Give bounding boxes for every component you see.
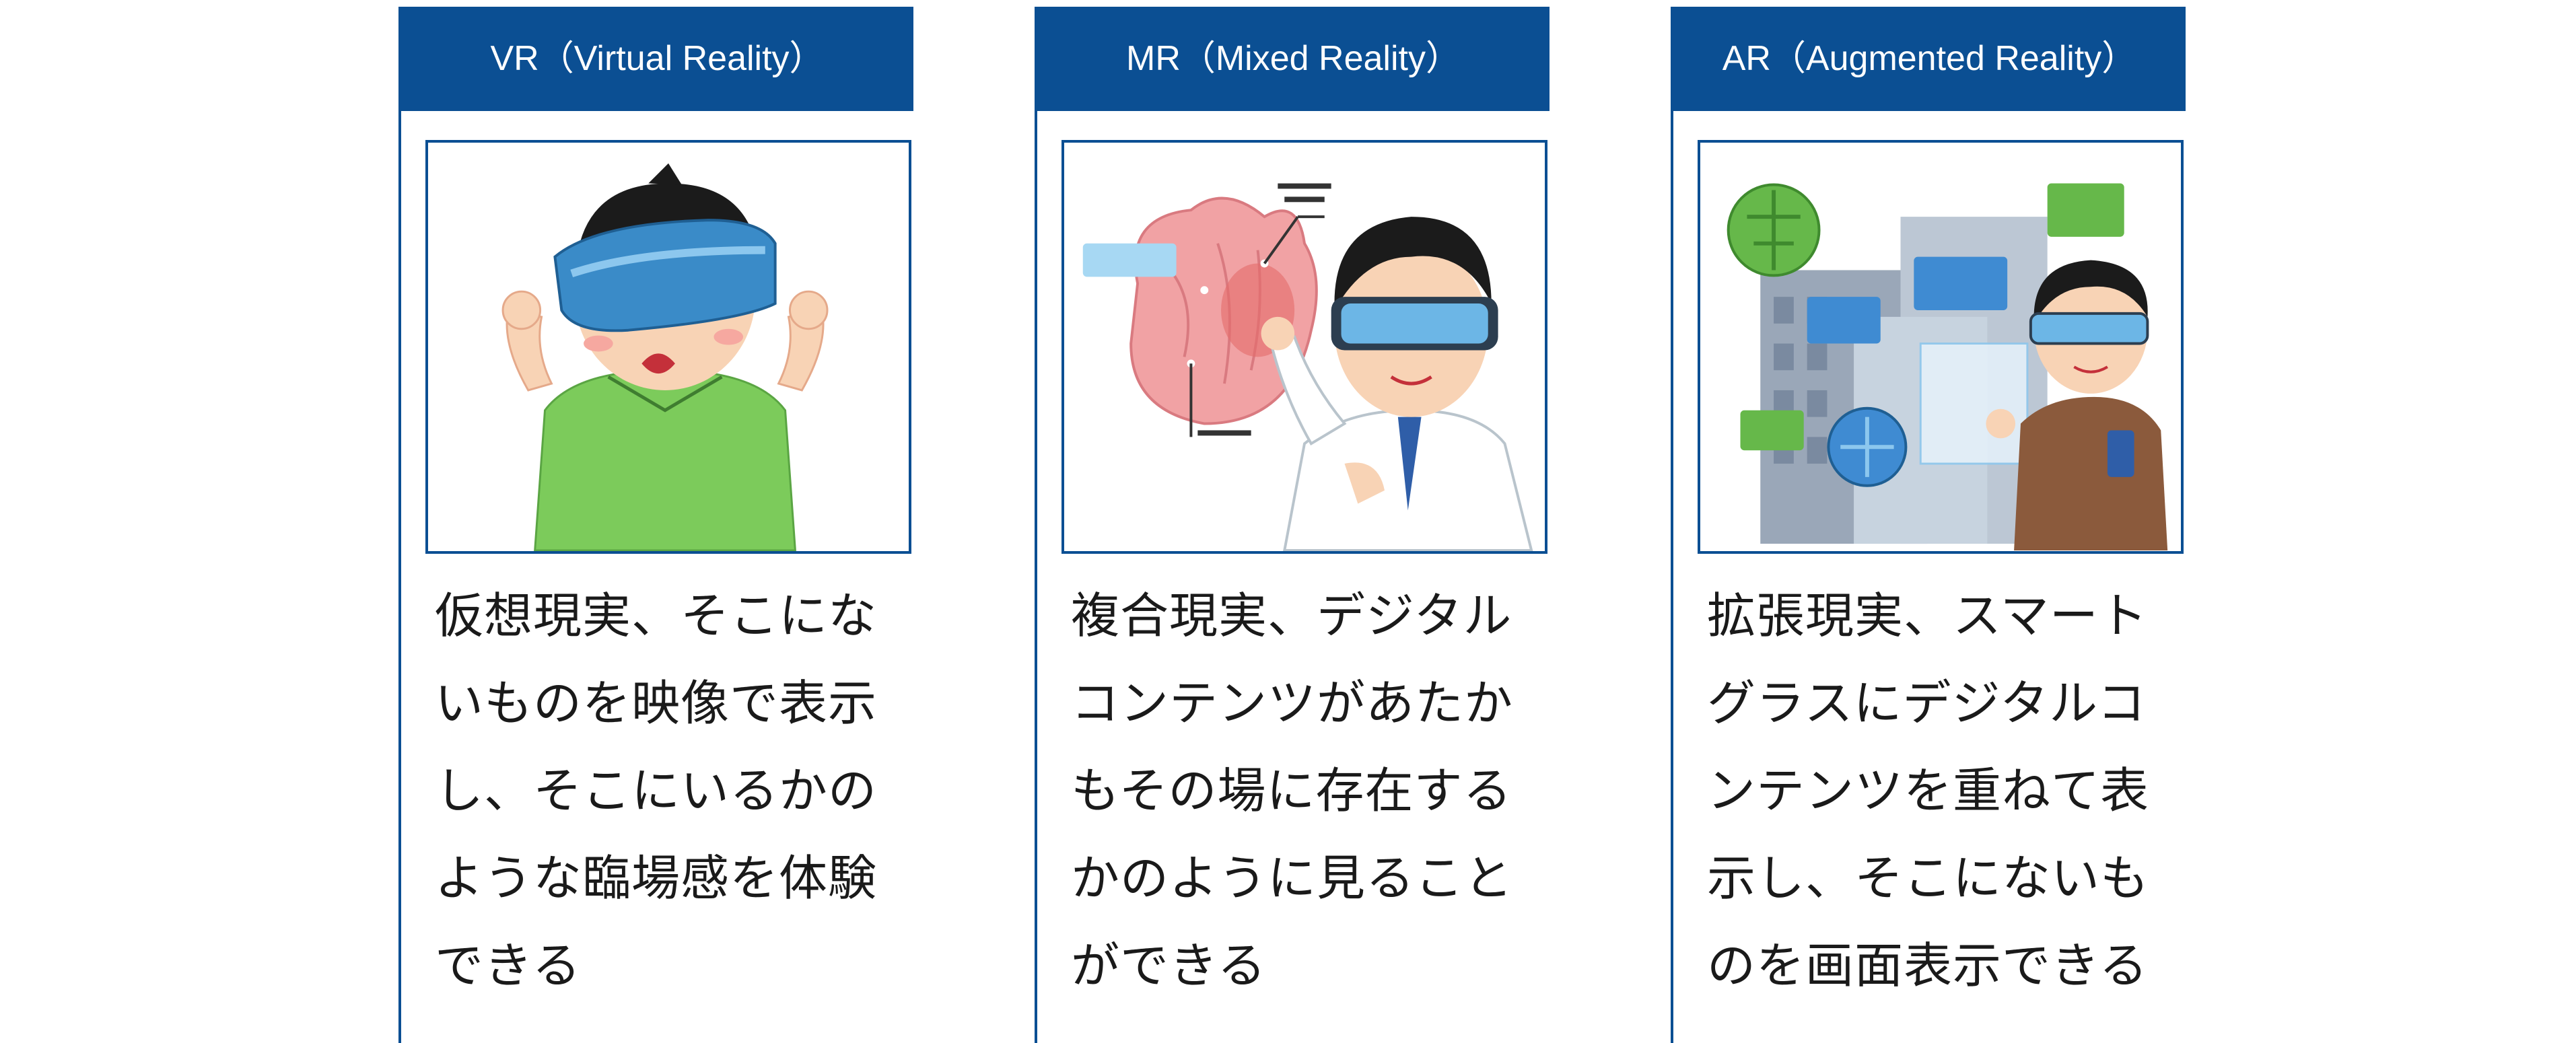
mr-description-line: ができる	[1071, 937, 1267, 994]
mr-description-line: 複合現実、デジタル	[1071, 587, 1512, 644]
vr-description-line: し、そこにいるかの	[435, 762, 878, 819]
mr-card: MR（Mixed Reality）	[1035, 7, 1550, 1043]
ar-description: 拡張現実、スマート グラスにデジタルコ ンテンツを重ねて表 示し、そこにないも …	[1707, 572, 2178, 1009]
vr-description-line: ような臨場感を体験	[435, 850, 878, 906]
ar-card: AR（Augmented Reality）	[1671, 7, 2186, 1043]
ar-description-line: グラスにデジタルコ	[1707, 675, 2147, 731]
mr-description-line: かのように見ること	[1071, 850, 1514, 906]
mr-illustration	[1061, 140, 1547, 554]
vr-card: VR（Virtual Reality） 仮想現実、そこにな いものを映像で表示	[398, 7, 913, 1043]
ar-description-line: ンテンツを重ねて表	[1707, 762, 2150, 819]
ar-description-line: 示し、そこにないも	[1707, 850, 2150, 906]
mr-description-line: もその場に存在する	[1071, 762, 1512, 819]
mr-description-line: コンテンツがあたか	[1071, 675, 1514, 731]
vr-description-line: いものを映像で表示	[435, 675, 878, 731]
vr-headset-person-icon	[501, 163, 829, 551]
vr-card-header: VR（Virtual Reality）	[401, 7, 913, 111]
vr-description-line: できる	[435, 937, 582, 994]
doctor-heart-hologram-icon	[1082, 183, 1533, 551]
mr-description: 複合現実、デジタル コンテンツがあたか もその場に存在する かのように見ること …	[1071, 572, 1542, 1009]
ar-description-line: のを画面表示できる	[1707, 937, 2149, 994]
ar-illustration	[1698, 140, 2184, 554]
vr-description-line: 仮想現実、そこにな	[435, 587, 878, 644]
ar-card-header: AR（Augmented Reality）	[1673, 7, 2186, 111]
ar-glasses-city-icon	[1727, 183, 2168, 550]
mr-card-header: MR（Mixed Reality）	[1037, 7, 1550, 111]
vr-description: 仮想現実、そこにな いものを映像で表示 し、そこにいるかの ような臨場感を体験 …	[435, 572, 906, 1009]
vr-illustration	[425, 140, 911, 554]
ar-description-line: 拡張現実、スマート	[1707, 587, 2148, 644]
